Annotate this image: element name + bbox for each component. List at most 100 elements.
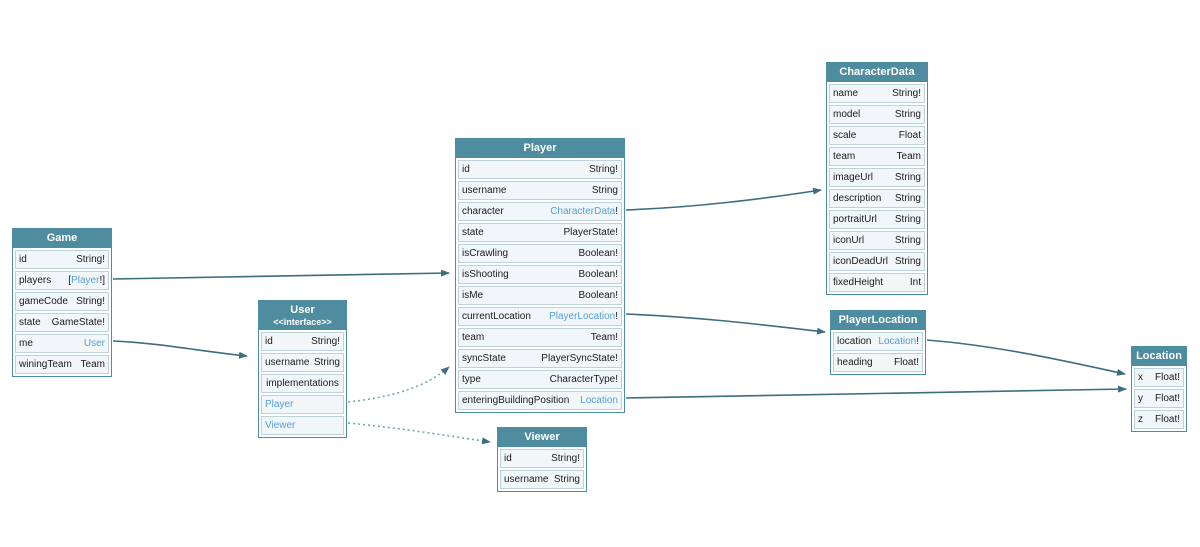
- table-playerlocation-header[interactable]: PlayerLocation: [831, 311, 925, 330]
- field-game-state: state GameState!: [15, 313, 109, 332]
- field-name-id: id: [462, 164, 470, 175]
- field-type-y: Float!: [1154, 393, 1180, 404]
- field-user-Player: Player: [261, 395, 344, 414]
- arrow-game-players-to-player: [112, 269, 450, 280]
- arrow-user-impl-to-player: [347, 366, 450, 403]
- field-playerlocation-location: location Location!: [833, 332, 923, 351]
- field-name-players: players: [19, 275, 52, 286]
- field-player-enteringBuildingPosition: enteringBuildingPosition Location: [458, 391, 622, 410]
- field-name-team: team: [833, 151, 856, 162]
- field-name-name: name: [833, 88, 859, 99]
- field-name-x: x: [1138, 372, 1143, 383]
- table-user-header[interactable]: User<<interface>>: [259, 301, 346, 330]
- arrow-player-character-to-characterdata: [625, 187, 822, 211]
- table-playerlocation-title: PlayerLocation: [838, 314, 918, 326]
- field-name-iconUrl: iconUrl: [833, 235, 865, 246]
- field-name-description: description: [833, 193, 882, 204]
- field-type-username: String: [553, 474, 580, 485]
- table-game-header[interactable]: Game: [13, 229, 111, 248]
- field-type-location: Location!: [878, 336, 919, 347]
- field-type-gameCode: String!: [76, 296, 105, 307]
- type-link-CharacterData[interactable]: CharacterData: [550, 206, 616, 217]
- type-link-Player[interactable]: Player: [71, 275, 100, 286]
- implementation-link-Player[interactable]: Player: [265, 399, 294, 410]
- field-name-imageUrl: imageUrl: [833, 172, 874, 183]
- implementation-link-Viewer[interactable]: Viewer: [265, 420, 296, 431]
- field-type-heading: Float!: [893, 357, 919, 368]
- field-name-character: character: [462, 206, 504, 217]
- field-game-winingTeam: winingTeam Team: [15, 355, 109, 374]
- field-type-state: GameState!: [51, 317, 105, 328]
- table-game-title: Game: [46, 232, 78, 244]
- field-name-isMe: isMe: [462, 290, 484, 301]
- field-name-winingTeam: winingTeam: [19, 359, 72, 370]
- field-type-portraitUrl: String: [894, 214, 921, 225]
- field-name-gameCode: gameCode: [19, 296, 68, 307]
- table-location-header[interactable]: Location: [1132, 347, 1186, 366]
- type-link-PlayerLocation[interactable]: PlayerLocation: [549, 311, 616, 322]
- field-name-enteringBuildingPosition: enteringBuildingPosition: [462, 395, 570, 406]
- type-link-Location[interactable]: Location: [878, 336, 917, 347]
- table-player-header[interactable]: Player: [456, 139, 624, 158]
- field-user-Viewer: Viewer: [261, 416, 344, 435]
- field-name-id: id: [504, 453, 512, 464]
- field-type-fixedHeight: Int: [909, 277, 921, 288]
- field-type-username: String: [313, 357, 340, 368]
- field-type-winingTeam: Team: [80, 359, 105, 370]
- field-name-state: state: [462, 227, 484, 238]
- table-user-title: User: [290, 304, 315, 316]
- table-characterdata-header[interactable]: CharacterData: [827, 63, 927, 82]
- field-type-iconUrl: String: [894, 235, 921, 246]
- field-type-state: PlayerState!: [563, 227, 618, 238]
- field-name-iconDeadUrl: iconDeadUrl: [833, 256, 889, 267]
- field-player-state: state PlayerState!: [458, 223, 622, 242]
- field-characterdata-iconUrl: iconUrl String: [829, 231, 925, 250]
- arrow-player-enteringbuildingposition-to-location: [625, 385, 1127, 399]
- type-link-Location[interactable]: Location: [580, 395, 618, 406]
- field-player-character: character CharacterData!: [458, 202, 622, 221]
- field-type-description: String: [894, 193, 921, 204]
- field-name-state: state: [19, 317, 41, 328]
- field-type-z: Float!: [1154, 414, 1180, 425]
- arrow-user-impl-to-viewer: [347, 422, 491, 445]
- field-type-scale: Float: [898, 130, 921, 141]
- field-characterdata-team: team Team: [829, 147, 925, 166]
- table-user-stereotype: <<interface>>: [273, 317, 332, 327]
- type-link-User[interactable]: User: [83, 338, 105, 349]
- table-viewer-header[interactable]: Viewer: [498, 428, 586, 447]
- table-viewer-title: Viewer: [524, 431, 560, 443]
- field-type-character: CharacterData!: [550, 206, 618, 217]
- field-type-id: String!: [551, 453, 580, 464]
- field-viewer-id: id String!: [500, 449, 584, 468]
- field-type-isCrawling: Boolean!: [578, 248, 618, 259]
- field-name-username: username: [462, 185, 507, 196]
- field-name-heading: heading: [837, 357, 873, 368]
- field-name-currentLocation: currentLocation: [462, 311, 531, 322]
- field-playerlocation-heading: heading Float!: [833, 353, 923, 372]
- field-name-location: location: [837, 336, 872, 347]
- field-game-players: players[Player!]: [15, 271, 109, 290]
- field-type-team: Team: [896, 151, 921, 162]
